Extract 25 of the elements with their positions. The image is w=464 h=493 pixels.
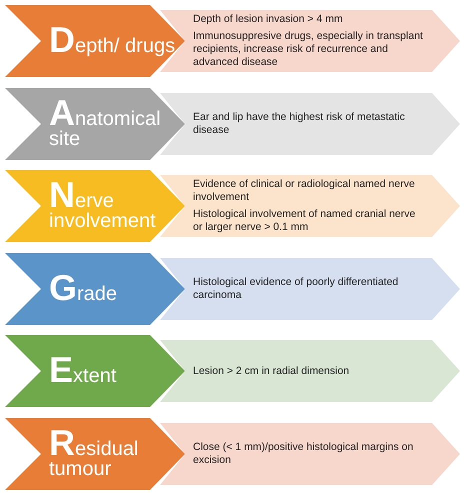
criterion-text: Lesion > 2 cm in radial dimension xyxy=(193,365,350,378)
row-heading: Nerve involvement xyxy=(49,181,157,231)
row-heading: Depth/ drugs xyxy=(49,26,176,56)
heading-panel xyxy=(5,88,185,160)
row-heading: Extent xyxy=(49,356,118,386)
criteria-panel xyxy=(160,175,460,237)
criteria-panel xyxy=(160,258,460,320)
row-heading: Grade xyxy=(49,274,118,304)
criterion-text: Evidence of clinical or radiological named nerve involvement xyxy=(193,178,416,204)
criterion-text: Immunosuppresive drugs, especially in transplant recipients, increase risk of recurrence and advanced disease xyxy=(193,30,424,69)
criterion-text: Histological evidence of poorly differentiated carcinoma xyxy=(193,276,400,302)
criteria-panel xyxy=(160,93,460,155)
criteria-panel xyxy=(160,423,460,485)
heading-panel xyxy=(5,253,185,325)
criterion-text: Histological involvement of named cranial nerve or larger nerve > 0.1 mm xyxy=(193,208,416,234)
criterion-text: Close (< 1 mm)/positive histological margins on excision xyxy=(193,441,414,467)
row-heading: Anatomical site xyxy=(49,99,162,149)
row-heading: Residual tumour xyxy=(49,429,140,479)
criterion-text: Depth of lesion invasion > 4 mm xyxy=(193,13,344,26)
heading-panel xyxy=(5,418,185,490)
heading-panel xyxy=(5,335,185,407)
criterion-text: Ear and lip have the highest risk of metastatic disease xyxy=(193,111,406,137)
heading-panel xyxy=(5,5,185,77)
criteria-panel xyxy=(160,340,460,402)
heading-panel xyxy=(5,170,185,242)
